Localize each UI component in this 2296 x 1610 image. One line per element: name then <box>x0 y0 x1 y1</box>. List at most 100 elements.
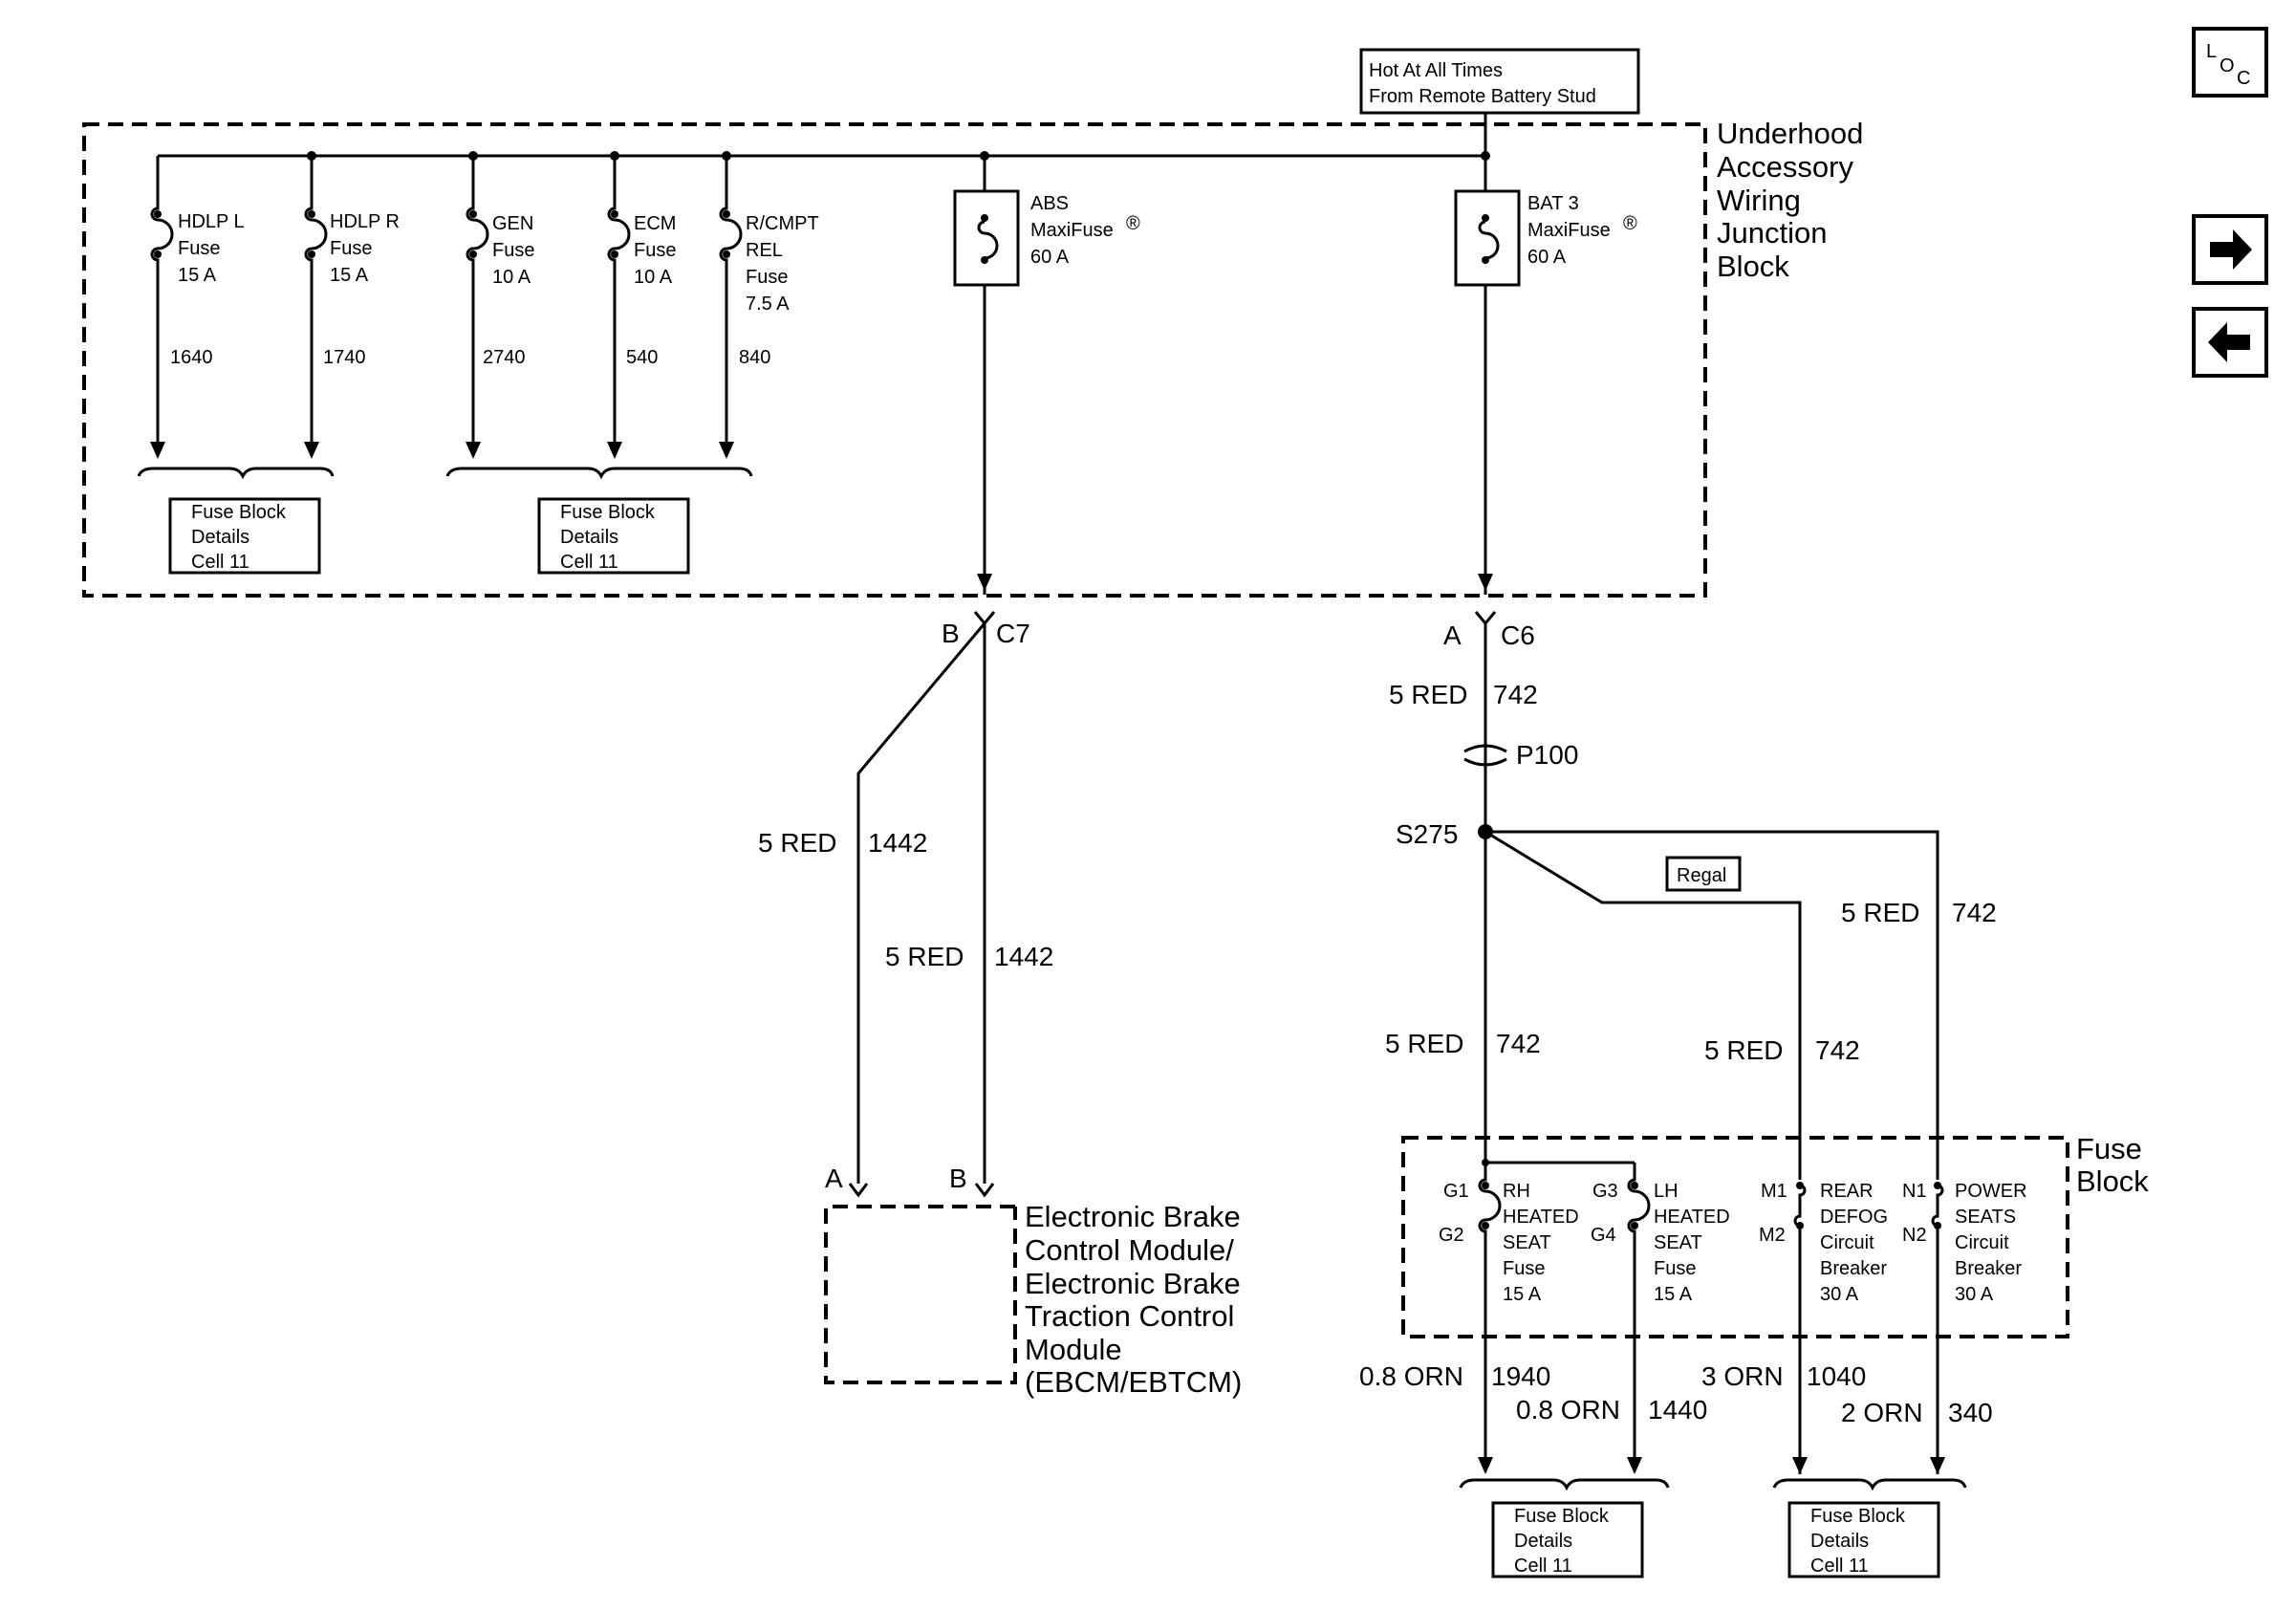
circuit-number: 1640 <box>170 347 213 368</box>
ebcm-title-line6: (EBCM/EBTCM) <box>1025 1365 1242 1399</box>
ebcm-module: A B Electronic Brake Control Module/ Ele… <box>824 1164 1242 1399</box>
ref-line1: Fuse Block <box>1514 1506 1610 1527</box>
arrow-down-icon <box>1930 1457 1945 1474</box>
arrow-down-icon <box>466 442 481 459</box>
junction-block-title-line5: Block <box>1717 250 1789 283</box>
ebcm-pin-b: B <box>949 1164 967 1193</box>
fuse-type: Fuse <box>746 267 788 288</box>
connector-c7: B C7 <box>942 611 1030 648</box>
fuse-rating: 10 A <box>492 267 531 288</box>
wire-circuit-label: 1940 <box>1491 1361 1550 1391</box>
ref-line1: Fuse Block <box>1810 1506 1906 1527</box>
ref-line1: Fuse Block <box>191 502 287 523</box>
previous-page-button[interactable] <box>2192 307 2268 378</box>
ref-line3: Cell 11 <box>1514 1556 1572 1577</box>
maxifuse-type: MaxiFuse <box>1527 220 1611 241</box>
fuse-block-item-line3: SEAT <box>1503 1232 1551 1253</box>
ref-line2: Details <box>191 527 249 548</box>
maxifuse-name: BAT 3 <box>1527 193 1579 214</box>
fuse-block-item-line2: DEFOG <box>1820 1207 1888 1228</box>
wire-gauge-label: 5 RED <box>885 942 964 971</box>
arrow-down-icon <box>977 574 992 591</box>
fuse-block-details-ref: Fuse Block Details Cell 11 <box>537 497 690 575</box>
circuit-number: 2740 <box>483 347 526 368</box>
fuse-type: Fuse <box>330 238 372 259</box>
pin-out-label: G2 <box>1439 1225 1464 1246</box>
loc-button[interactable]: L O C <box>2192 27 2268 98</box>
ebcm-title-line4: Traction Control <box>1025 1299 1234 1333</box>
wire-circuit-label: 742 <box>1496 1029 1541 1058</box>
ref-line1: Fuse Block <box>560 502 656 523</box>
source-label-line1: Hot At All Times <box>1369 60 1503 81</box>
source-label-line2: From Remote Battery Stud <box>1369 86 1596 107</box>
arrow-down-icon <box>607 442 622 459</box>
maxifuse-rating: 60 A <box>1030 247 1070 268</box>
fuse-name: HDLP L <box>178 211 245 232</box>
next-page-button[interactable] <box>2192 214 2268 285</box>
fuse-block-item-line1: POWER <box>1955 1181 2027 1202</box>
maxifuse-type: MaxiFuse <box>1030 220 1114 241</box>
wire-1442-a <box>856 622 986 1184</box>
circuit-number: 840 <box>739 347 770 368</box>
fuse-block-outline <box>1401 1136 2069 1338</box>
arrow-down-icon <box>1627 1457 1642 1474</box>
wire-circuit-label: 1440 <box>1648 1395 1707 1425</box>
junction-block-title-line1: Underhood <box>1717 117 1863 150</box>
source-label-box <box>1359 48 1640 115</box>
ref-line3: Cell 11 <box>560 552 618 573</box>
underhood-junction-block-outline <box>82 122 1707 598</box>
fuse-type: Fuse <box>634 240 676 261</box>
brace-bottom-left <box>1459 1478 1670 1491</box>
fuse-block-title-line1: Fuse <box>2076 1132 2142 1165</box>
ref-line2: Details <box>560 527 618 548</box>
fuse-ecm: ECM Fuse 10 A 540 <box>607 156 676 459</box>
inline-connector-p100: P100 <box>1463 740 1578 770</box>
wire-gauge-label: 5 RED <box>758 828 836 858</box>
pin-in-label: M1 <box>1761 1181 1787 1202</box>
fuse-block-item-line2: HEATED <box>1503 1207 1579 1228</box>
fuse-block-item-line3: Circuit <box>1955 1232 2009 1253</box>
fuse-block-details-ref: Fuse Block Details Cell 11 <box>1787 1501 1940 1578</box>
fuse-gen: GEN Fuse 10 A 2740 <box>466 156 534 459</box>
fuse-block-details-ref: Fuse Block Details Cell 11 <box>1491 1501 1644 1578</box>
p100-label: P100 <box>1516 740 1578 770</box>
registered-mark: ® <box>1126 213 1140 234</box>
c6-pin-label: A <box>1443 620 1462 650</box>
wire-gauge-label: 2 ORN <box>1841 1398 1923 1427</box>
fuse-lh-heated-seat: G3 G4 LH HEATED SEAT Fuse 15 A <box>1591 1163 1730 1474</box>
junction-block-title-line3: Wiring <box>1717 184 1801 217</box>
fuse-block-item-line4: Breaker <box>1955 1258 2022 1279</box>
fuse-rh-heated-seat: G1 G2 RH HEATED SEAT Fuse 15 A <box>1439 1136 1579 1474</box>
fuse-block-item-line2: HEATED <box>1654 1207 1730 1228</box>
wire-circuit-label: 340 <box>1948 1398 1993 1427</box>
ebcm-title-line1: Electronic Brake <box>1025 1200 1241 1233</box>
wire-gauge-label: 0.8 ORN <box>1359 1361 1463 1391</box>
regal-option-tag: Regal <box>1665 856 1742 892</box>
c7-label: C7 <box>996 619 1030 648</box>
pin-out-label: M2 <box>1759 1225 1786 1246</box>
circuit-number: 1740 <box>323 347 366 368</box>
pin-in-label: G1 <box>1443 1181 1469 1202</box>
fuse-block-item-line5: 30 A <box>1955 1284 1994 1305</box>
fuse-block-item-line1: REAR <box>1820 1181 1874 1202</box>
circuit-number: 540 <box>626 347 658 368</box>
ref-line2: Details <box>1514 1531 1572 1552</box>
breaker-power-seats: N1 N2 POWER SEATS Circuit Breaker 30 A <box>1902 1180 2027 1474</box>
wire-gauge-label: 5 RED <box>1841 898 1919 927</box>
ebcm-pin-a: A <box>825 1164 843 1193</box>
fuse-rating: 10 A <box>634 267 673 288</box>
fuse-name: ECM <box>634 213 676 234</box>
fuse-block-item-line3: Circuit <box>1820 1232 1874 1253</box>
ref-line2: Details <box>1810 1531 1869 1552</box>
fuse-block-item-line5: 15 A <box>1503 1284 1542 1305</box>
arrow-left-icon <box>2208 322 2250 362</box>
fuse-block-item-line4: Fuse <box>1654 1258 1696 1279</box>
junction-block-title-line2: Accessory <box>1717 150 1853 184</box>
arrow-down-icon <box>304 442 319 459</box>
wire-gauge-label: 5 RED <box>1389 680 1467 709</box>
c6-label: C6 <box>1501 620 1535 650</box>
wire-circuit-label: 1040 <box>1807 1361 1866 1391</box>
connector-c6: A C6 <box>1443 611 1535 650</box>
maxifuse-rating: 60 A <box>1527 247 1567 268</box>
